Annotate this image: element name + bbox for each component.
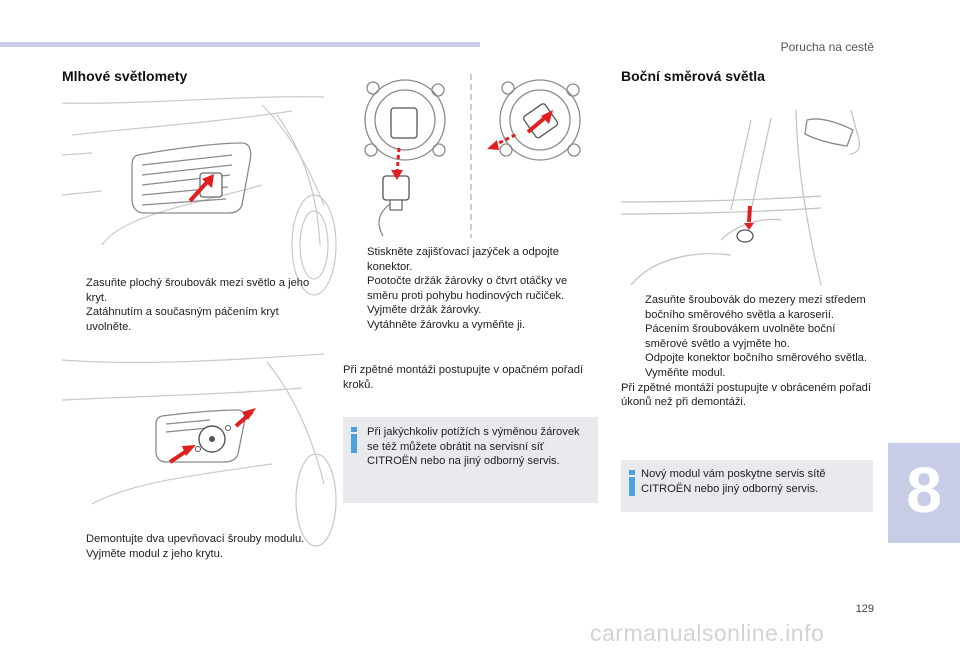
list-item: Vyjměte držák žárovky. <box>343 303 599 318</box>
fog-steps-b: Demontujte dva upevňovací šrouby modulu.… <box>62 532 324 561</box>
list-item: Odpojte konektor bočního směrového světl… <box>621 351 873 366</box>
step-text: Zasuňte šroubovák do mezery mezi středem… <box>645 294 866 321</box>
step-text: Pootočte držák žárovky o čtvrt otáčky ve… <box>367 275 568 302</box>
list-item: Pácením šroubovákem uvolněte boční směro… <box>621 322 873 351</box>
watermark: carmanualsonline.info <box>590 620 825 646</box>
step-text: Zatáhnutím a současným páčením kryt uvol… <box>86 306 279 333</box>
fog-light-cover-illustration <box>61 96 337 296</box>
section-title-fog-lights: Mlhové světlomety <box>62 68 188 84</box>
list-item: Demontujte dva upevňovací šrouby modulu. <box>62 532 324 547</box>
page-number: 129 <box>855 603 874 615</box>
step-text: Zasuňte plochý šroubovák mezi světlo a j… <box>86 277 310 304</box>
info-icon <box>629 470 635 496</box>
header-accent-band <box>0 42 480 47</box>
list-item: Vytáhněte žárovku a vyměňte ji. <box>343 318 599 333</box>
bulb-holder-illustration <box>364 74 581 238</box>
info-icon <box>351 427 357 453</box>
info-text: Nový modul vám poskytne servis sítě CITR… <box>641 468 826 495</box>
info-panel-bulb: Při jakýchkoliv potížích s výměnou žárov… <box>343 417 598 503</box>
list-item: Zatáhnutím a současným páčením kryt uvol… <box>62 305 324 334</box>
list-item: Vyjměte modul z jeho krytu. <box>62 547 324 562</box>
step-text: Stiskněte zajišťovací jazýček a odpojte … <box>367 246 559 273</box>
list-item: Zasuňte plochý šroubovák mezi světlo a j… <box>62 276 324 305</box>
section-title-side-indicators: Boční směrová světla <box>621 68 765 84</box>
fog-light-module-illustration <box>61 353 337 547</box>
info-panel-module: Nový modul vám poskytne servis sítě CITR… <box>621 460 873 512</box>
chapter-title: Porucha na cestě <box>780 40 874 54</box>
side-reassembly-note: Při zpětné montáži postupujte v obrácené… <box>621 381 871 409</box>
side-indicator-steps: Zasuňte šroubovák do mezery mezi středem… <box>621 293 873 410</box>
step-text: Odpojte konektor bočního směrového světl… <box>645 352 868 365</box>
list-item: Pootočte držák žárovky o čtvrt otáčky ve… <box>343 274 599 303</box>
list-item: Vyměňte modul. <box>621 366 873 381</box>
info-text: Při jakýchkoliv potížích s výměnou žárov… <box>367 426 580 468</box>
chapter-number: 8 <box>906 454 942 526</box>
step-text: Demontujte dva upevňovací šrouby modulu. <box>86 533 305 545</box>
step-text: Pácením šroubovákem uvolněte boční směro… <box>645 323 836 350</box>
side-indicator-illustration <box>620 109 861 286</box>
step-text: Vyjměte modul z jeho krytu. <box>86 547 223 560</box>
step-text: Vyjměte držák žárovky. <box>367 304 482 317</box>
bulb-steps: Stiskněte zajišťovací jazýček a odpojte … <box>343 245 599 333</box>
fog-steps-a: Zasuňte plochý šroubovák mezi světlo a j… <box>62 276 324 334</box>
bulb-reassembly-note: Při zpětné montáži postupujte v opačném … <box>343 364 584 391</box>
chapter-tab: 8 <box>888 443 960 543</box>
step-text: Vyměňte modul. <box>645 366 726 379</box>
step-text: Vytáhněte žárovku a vyměňte ji. <box>367 318 526 331</box>
list-item: Stiskněte zajišťovací jazýček a odpojte … <box>343 245 599 274</box>
list-item: Zasuňte šroubovák do mezery mezi středem… <box>621 293 873 322</box>
